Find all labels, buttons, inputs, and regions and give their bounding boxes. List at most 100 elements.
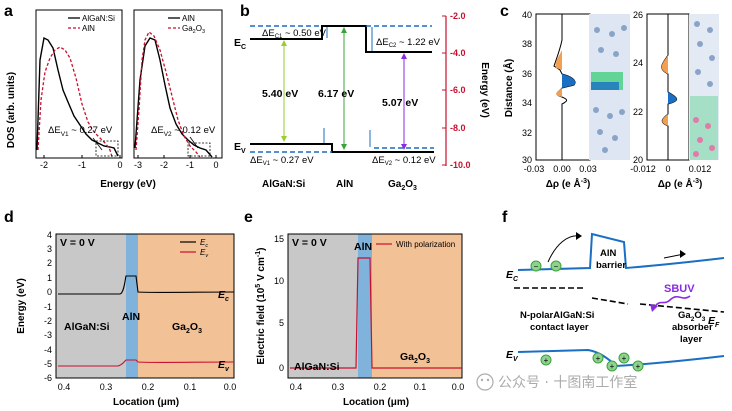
panel-d-xlabel: Location (μm) bbox=[113, 397, 179, 408]
wechat-icon bbox=[476, 373, 494, 391]
panel-a-left-xticks: -2 -1 0 bbox=[40, 155, 123, 170]
panel-c-right-structure bbox=[689, 14, 719, 160]
panel-a-right-frame bbox=[133, 9, 223, 159]
panel-a-left-legend1: AlGaN:Si bbox=[82, 14, 115, 23]
panel-e-ytick: 15 bbox=[274, 234, 284, 244]
panel-d-xtick: 0.2 bbox=[142, 382, 155, 392]
panel-d-xticks: 0.4 0.3 0.2 0.1 0.0 bbox=[58, 382, 237, 392]
panel-b-gap2-arrowhead-up bbox=[341, 27, 347, 33]
svg-text:−: − bbox=[534, 262, 539, 271]
panel-c-left-atoms bbox=[593, 25, 627, 153]
panel-a-right-xtick: -1 bbox=[186, 160, 194, 170]
panel-c-right-negative-fill2 bbox=[662, 114, 668, 126]
panel-e-region3-label: Ga2O3 bbox=[400, 351, 430, 365]
panel-e-xtick: 0.2 bbox=[374, 382, 387, 392]
panel-c-right-ytick: 20 bbox=[633, 155, 643, 165]
panel-d-ytick: 4 bbox=[47, 230, 52, 240]
panel-f-label: f bbox=[502, 209, 508, 226]
panel-f-electron-path bbox=[547, 235, 581, 263]
panel-e-xtick: 0.0 bbox=[452, 382, 465, 392]
panel-d-ytick: -5 bbox=[44, 359, 52, 369]
panel-b-gap2-value: 6.17 eV bbox=[318, 88, 354, 100]
panel-d-ytick: -1 bbox=[44, 302, 52, 312]
panel-f-electrons: − − bbox=[530, 260, 562, 272]
panel-b-dev2-label: ΔEV2 ~ 0.12 eV bbox=[372, 155, 436, 167]
panel-b-dec1-label: ΔEC1 ~ 0.50 eV bbox=[262, 28, 327, 40]
panel-c-left-positive-fill bbox=[562, 74, 576, 88]
panel-f: f − − + + + + + bbox=[502, 209, 725, 372]
panel-b-ytick: -2.0 bbox=[450, 11, 466, 21]
panel-b-ylabel: Energy (eV) bbox=[479, 62, 490, 118]
panel-f-sbuv-arrow bbox=[653, 295, 691, 309]
panel-a-right-annotation-pointer bbox=[189, 136, 199, 149]
watermark-text: 公众号 · 十图南工作室 bbox=[498, 374, 637, 391]
panel-a-right-xtick: 0 bbox=[213, 160, 218, 170]
panel-d-region-aln bbox=[126, 234, 138, 378]
panel-b-yticks: -2.0 -4.0 -6.0 -8.0 -10.0 bbox=[442, 11, 471, 170]
panel-d-ytick: -3 bbox=[44, 330, 52, 340]
panel-e-xticks: 0.4 0.3 0.2 0.1 0.0 bbox=[290, 382, 465, 392]
panel-a-ylabel: DOS (arb. units) bbox=[6, 72, 17, 148]
panel-a-right-zoom-box bbox=[187, 142, 211, 157]
panel-e-frame bbox=[287, 233, 463, 379]
panel-b-conduction-band bbox=[250, 25, 432, 53]
panel-c-right-ytick: 22 bbox=[633, 107, 643, 117]
panel-c-right-xtick: -0.012 bbox=[630, 164, 656, 174]
panel-c-right-positive-fill bbox=[668, 92, 677, 104]
panel-a-right-xticks: -3 -2 -1 0 bbox=[134, 155, 219, 170]
panel-f-electron-drift-arrowhead bbox=[680, 250, 686, 258]
panel-a-left-zoom-box bbox=[95, 140, 119, 157]
panel-a-left-curve-aln bbox=[37, 46, 113, 158]
panel-c-left-ytick: 38 bbox=[522, 39, 532, 49]
panel-d-xtick: 0.1 bbox=[184, 382, 197, 392]
panel-b-gap1-value: 5.40 eV bbox=[262, 88, 298, 100]
panel-b-ev-label: EV bbox=[234, 141, 246, 155]
panel-e-ytick: 0 bbox=[279, 363, 284, 373]
panel-c-left-yticks: 40 38 36 34 32 30 bbox=[522, 10, 532, 165]
panel-f-absorber-label2: absorber bbox=[672, 322, 713, 333]
panel-f-ef-label: EF bbox=[708, 315, 720, 329]
panel-c-left-xtick: -0.03 bbox=[524, 164, 545, 174]
panel-e-xlabel: Location (μm) bbox=[343, 397, 409, 408]
panel-d-ytick: -6 bbox=[44, 373, 52, 383]
panel-b-ytick: -6.0 bbox=[450, 85, 466, 95]
svg-text:+: + bbox=[636, 362, 641, 371]
panel-e-ytick: 5 bbox=[279, 318, 284, 328]
panel-d-yticks: 4 3 2 1 0 -1 -2 -3 -4 -5 -6 bbox=[44, 230, 52, 383]
panel-a-left-curve-algan bbox=[36, 36, 119, 157]
panel-d-frame bbox=[55, 233, 235, 379]
panel-f-contact-label: N-polarAlGaN:Si bbox=[520, 310, 594, 321]
panel-e: e V = 0 V With polarization AlGaN:Si AlN… bbox=[244, 209, 464, 408]
panel-a-right-xtick: -2 bbox=[160, 160, 168, 170]
panel-d: d V = 0 V Ec Ev AlGaN:Si AlN Ga2O3 Ec Ev… bbox=[4, 209, 236, 408]
panel-d-region2-label: AlN bbox=[122, 311, 140, 323]
panel-d-ytick: 3 bbox=[47, 244, 52, 254]
panel-e-curve-field bbox=[290, 257, 462, 369]
panel-f-barrier-label: AlN bbox=[600, 248, 617, 259]
panel-f-barrier-label2: barrier bbox=[596, 260, 626, 271]
panel-c-left-ytick: 34 bbox=[522, 98, 532, 108]
panel-d-region-algan bbox=[56, 234, 126, 378]
panel-d-ytick: 2 bbox=[47, 258, 52, 268]
panel-c-right-ytick: 26 bbox=[633, 10, 643, 20]
panel-e-xtick: 0.4 bbox=[290, 382, 303, 392]
svg-text:−: − bbox=[554, 262, 559, 271]
panel-c-right-xticks: -0.012 0 0.012 bbox=[630, 164, 711, 174]
panel-c-left-xticks: -0.03 0.00 0.03 bbox=[524, 164, 597, 174]
panel-c-left-ytick: 32 bbox=[522, 128, 532, 138]
panel-d-ytick: 1 bbox=[47, 273, 52, 283]
panel-b: b EC EV ΔEC1 ~ 0.50 eV ΔEC2 ~ 1.22 eV ΔE… bbox=[234, 3, 490, 192]
panel-c-ylabel: Distance (Å) bbox=[502, 59, 515, 117]
panel-c-right-atoms bbox=[694, 21, 715, 87]
panel-a: a DOS (arb. units) AlGaN:Si AlN ΔEV1 ~ 0… bbox=[4, 3, 223, 190]
panel-f-holes: + + + + + bbox=[540, 352, 644, 372]
panel-d-curve-ec bbox=[58, 275, 235, 295]
panel-c-left-negative-fill bbox=[555, 50, 562, 70]
panel-c-left-ytick: 40 bbox=[522, 10, 532, 20]
panel-f-electron-path-arrowhead bbox=[576, 232, 582, 240]
panel-a-right-annotation: ΔEV2 ~ 0.12 eV bbox=[151, 125, 216, 138]
panel-b-valence-band bbox=[250, 143, 434, 153]
panel-c-right-negative-fill bbox=[661, 55, 668, 74]
panel-c-right-xtick: 0 bbox=[665, 164, 670, 174]
panel-a-left-frame bbox=[35, 9, 123, 159]
